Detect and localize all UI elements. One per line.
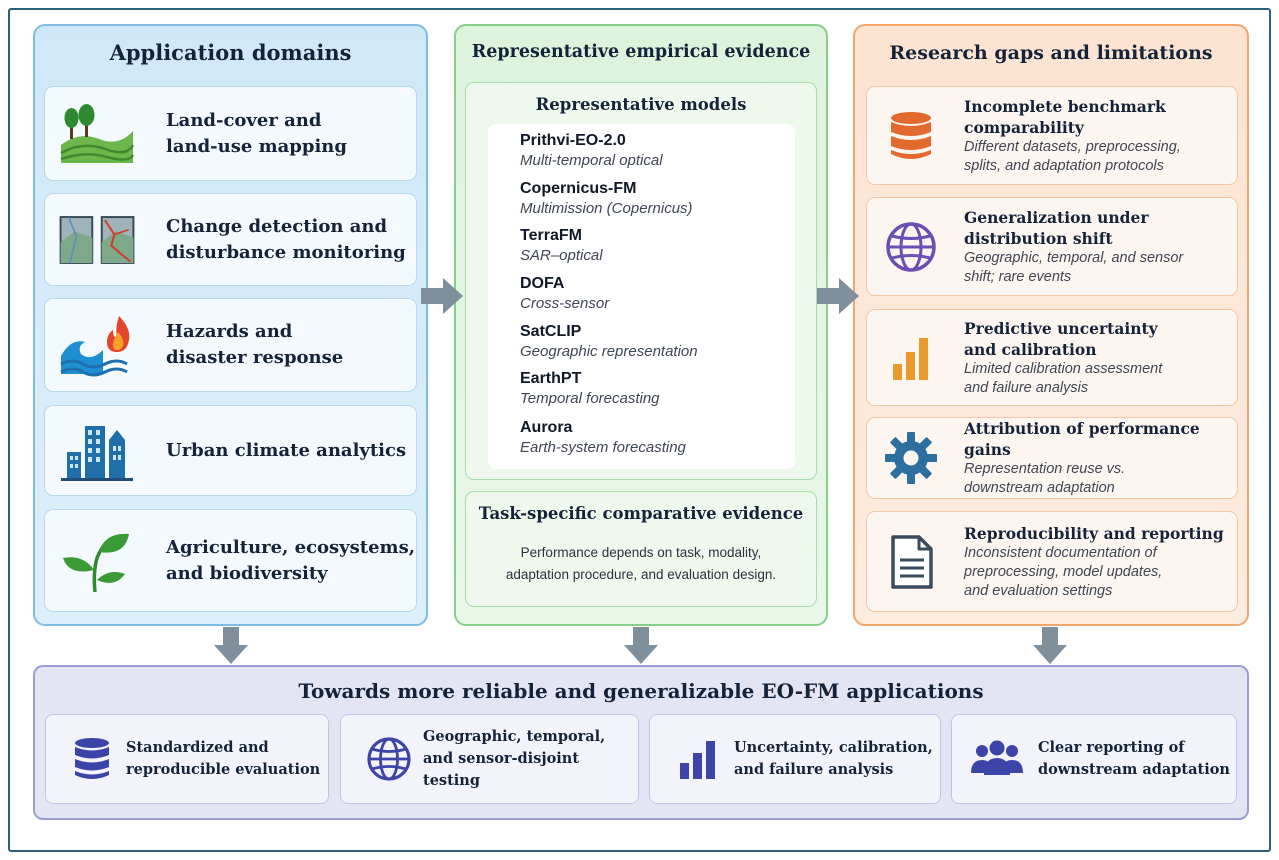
outlook-card-evaluation: Standardized and reproducible evaluation	[45, 714, 329, 804]
model-description: Earth-system forecasting	[520, 439, 686, 456]
domain-label: Hazards and disaster response	[166, 321, 344, 368]
research-gaps-title: Research gaps and limitations	[889, 42, 1213, 64]
wave-fire-icon	[60, 316, 130, 377]
down-arrow-icon	[214, 627, 248, 664]
model-item: Copernicus-FM Multimission (Copernicus)	[520, 179, 693, 219]
gap-card-benchmark: Incomplete benchmark comparability Diffe…	[866, 86, 1238, 185]
domain-label: Land-cover and land-use mapping	[166, 109, 347, 157]
model-item: Aurora Earth-system forecasting	[520, 418, 686, 458]
gap-title: Attribution of performance gains	[964, 419, 1200, 459]
model-item: SatCLIP Geographic representation	[520, 322, 698, 362]
landscape-trees-icon	[60, 103, 135, 163]
model-description: Cross-sensor	[520, 295, 610, 312]
model-item: EarthPT Temporal forecasting	[520, 369, 660, 409]
model-name: Prithvi-EO-2.0	[520, 132, 626, 149]
gap-description: Geographic, temporal, and sensor shift; …	[964, 249, 1184, 285]
model-description: Multimission (Copernicus)	[520, 200, 693, 217]
document-icon	[891, 534, 933, 589]
model-description: Multi-temporal optical	[520, 152, 663, 169]
gap-card-uncertainty: Predictive uncertainty and calibration L…	[866, 309, 1238, 406]
outlook-label: Standardized and reproducible evaluation	[126, 739, 321, 778]
model-name: SatCLIP	[520, 323, 582, 340]
outlook-label: Geographic, temporal, and sensor-disjoin…	[423, 728, 606, 789]
outlook-label: Clear reporting of downstream adaptation	[1038, 739, 1230, 778]
model-name: EarthPT	[520, 370, 582, 387]
model-name: TerraFM	[520, 227, 582, 244]
globe-icon	[367, 737, 411, 781]
application-domains-title: Application domains	[109, 40, 352, 65]
model-list: Prithvi-EO-2.0 Multi-temporal optical Co…	[488, 124, 795, 469]
database-icon	[75, 738, 109, 779]
domain-card-agriculture: Agriculture, ecosystems, and biodiversit…	[44, 509, 417, 612]
model-description: SAR–optical	[520, 247, 603, 264]
gap-card-attribution: Attribution of performance gains Represe…	[866, 417, 1238, 499]
model-item: DOFA Cross-sensor	[520, 274, 609, 314]
model-name: Aurora	[520, 419, 573, 436]
gap-description: Limited calibration assessment and failu…	[964, 360, 1163, 396]
gap-title: Predictive uncertainty and calibration	[964, 318, 1158, 359]
domain-label: Change detection and disturbance monitor…	[166, 215, 406, 263]
outlook-title: Towards more reliable and generalizable …	[298, 679, 984, 703]
gap-title: Generalization under distribution shift	[964, 207, 1149, 248]
right-arrow-icon	[421, 278, 463, 314]
model-item: Prithvi-EO-2.0 Multi-temporal optical	[520, 131, 663, 171]
gap-title: Incomplete benchmark comparability	[964, 96, 1166, 137]
domain-card-hazards: Hazards and disaster response	[44, 298, 417, 392]
city-buildings-icon	[61, 425, 133, 481]
domain-label: Agriculture, ecosystems, and biodiversit…	[166, 536, 415, 584]
model-description: Geographic representation	[520, 343, 698, 360]
task-specific-evidence-box: Task-specific comparative evidence Perfo…	[465, 491, 817, 607]
plant-sprout-icon	[63, 533, 129, 592]
empirical-evidence-title: Representative empirical evidence	[471, 42, 811, 62]
gear-icon	[885, 432, 937, 484]
gap-card-reproducibility: Reproducibility and reporting Inconsiste…	[866, 511, 1238, 612]
outlook-card-uncertainty: Uncertainty, calibration, and failure an…	[649, 714, 941, 804]
database-icon	[891, 111, 931, 159]
bar-chart-icon	[680, 741, 715, 779]
representative-models-title: Representative models	[535, 95, 747, 114]
down-arrow-icon	[1033, 627, 1067, 664]
right-arrow-icon	[817, 278, 859, 314]
domain-card-urban: Urban climate analytics	[44, 405, 417, 496]
outlook-card-testing: Geographic, temporal, and sensor-disjoin…	[340, 714, 639, 804]
model-item: TerraFM SAR–optical	[520, 226, 603, 266]
change-map-icon	[59, 215, 135, 264]
outlook-card-reporting: Clear reporting of downstream adaptation	[951, 714, 1237, 804]
model-name: DOFA	[520, 275, 565, 292]
gap-card-generalization: Generalization under distribution shift …	[866, 197, 1238, 296]
gap-title: Reproducibility and reporting	[964, 523, 1224, 543]
globe-icon	[886, 221, 936, 272]
domain-card-change-detection: Change detection and disturbance monitor…	[44, 193, 417, 286]
domain-card-land-cover: Land-cover and land-use mapping	[44, 86, 417, 181]
gap-description: Different datasets, preprocessing, split…	[964, 138, 1181, 174]
model-name: Copernicus-FM	[520, 180, 637, 197]
down-arrow-icon	[624, 627, 658, 664]
task-specific-evidence-body: Performance depends on task, modality, a…	[505, 545, 777, 582]
model-description: Temporal forecasting	[520, 390, 660, 407]
users-icon	[971, 740, 1023, 775]
gap-description: Inconsistent documentation of preprocess…	[964, 544, 1163, 599]
outlook-label: Uncertainty, calibration, and failure an…	[734, 739, 933, 778]
gap-description: Representation reuse vs. downstream adap…	[964, 461, 1126, 496]
domain-label: Urban climate analytics	[166, 439, 407, 461]
bar-chart-icon	[893, 337, 928, 380]
task-specific-evidence-title: Task-specific comparative evidence	[478, 504, 804, 523]
